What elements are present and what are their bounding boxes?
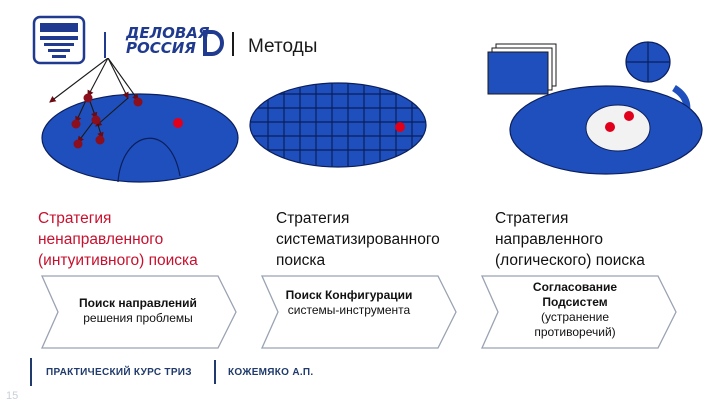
chevron-row xyxy=(40,275,677,349)
chevron-3-text: Согласование Подсистем (устранение проти… xyxy=(532,280,618,339)
diagram-directed-search xyxy=(487,41,703,175)
triz-course-emblem xyxy=(32,15,86,65)
chevron-2-text: Поиск Конфигурации системы-инструмента xyxy=(285,288,413,317)
chevron-3 xyxy=(480,275,677,349)
page-number: 15 xyxy=(6,390,19,402)
delovaya-rossiya-mark xyxy=(203,30,224,56)
footer-divider-mid xyxy=(214,360,216,384)
footer-course: ПРАКТИЧЕСКИЙ КУРС ТРИЗ xyxy=(46,367,192,378)
footer-author: КОЖЕМЯКО А.П. xyxy=(228,367,314,378)
header-divider-2 xyxy=(232,32,234,56)
slide-title: Методы xyxy=(248,36,318,57)
diagram-intuitive-search xyxy=(41,58,239,183)
chevron-1-text: Поиск направлений решения проблемы xyxy=(79,296,197,325)
strategy-intuitive-label: Стратегия ненаправленного (интуитивного)… xyxy=(38,210,198,269)
chevron-1 xyxy=(40,275,237,349)
header-divider-1 xyxy=(104,32,106,58)
strategy-systematic-label: Стратегия систематизированного поиска xyxy=(276,210,440,269)
diagram-systematic-search xyxy=(249,82,427,168)
chevron-2 xyxy=(260,275,457,349)
delovaya-rossiya-logo: ДЕЛОВАЯ РОССИЯ xyxy=(126,24,210,57)
strategy-directed-label: Стратегия направленного (логического) по… xyxy=(495,210,645,269)
footer-divider-left xyxy=(30,358,32,386)
